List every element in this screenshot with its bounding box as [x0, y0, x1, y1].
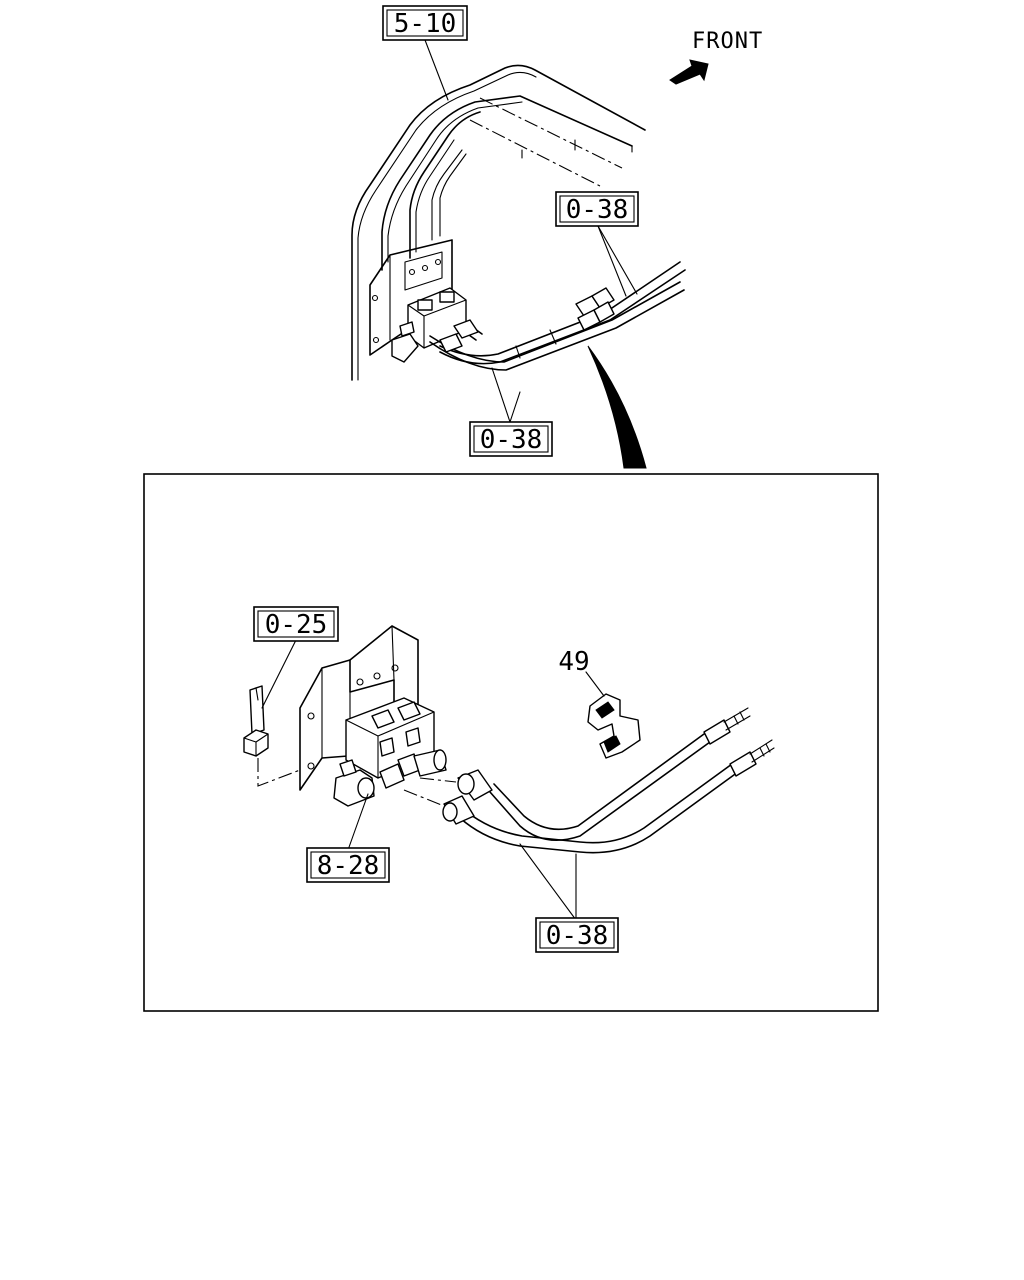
callout-top-frame: 5-10	[382, 5, 468, 41]
callout-text: 0-38	[480, 425, 543, 455]
front-indicator: FRONT	[669, 29, 763, 85]
callout-text: 5-10	[394, 9, 457, 39]
callout-text: 0-38	[566, 195, 629, 225]
callout-text: 0-38	[546, 921, 609, 951]
callout-detail-pipes: 0-38	[535, 917, 619, 953]
overview-assembly	[351, 39, 686, 469]
detail-pipes	[403, 707, 775, 921]
callout-top-pipes-lower: 0-38	[469, 421, 553, 457]
detail-clip	[585, 671, 641, 759]
callout-detail-bolt: 0-25	[253, 606, 339, 642]
callout-text: 49	[558, 647, 589, 677]
front-label: FRONT	[692, 29, 763, 54]
callout-detail-clip: 49	[558, 647, 589, 677]
detail-pointer-icon	[587, 345, 647, 469]
detail-frame	[143, 473, 879, 1012]
overview-valve	[391, 287, 467, 363]
front-arrow-icon	[669, 59, 709, 85]
callout-top-pipes-upper: 0-38	[555, 191, 639, 227]
frame-rails	[351, 39, 646, 381]
overview-pipes	[429, 225, 686, 423]
detail-bolt	[243, 639, 301, 787]
detail-assembly	[243, 625, 775, 921]
callout-detail-valve: 8-28	[306, 847, 390, 883]
callout-text: 8-28	[317, 851, 380, 881]
callout-text: 0-25	[265, 610, 328, 640]
detail-valve-block	[333, 697, 447, 807]
